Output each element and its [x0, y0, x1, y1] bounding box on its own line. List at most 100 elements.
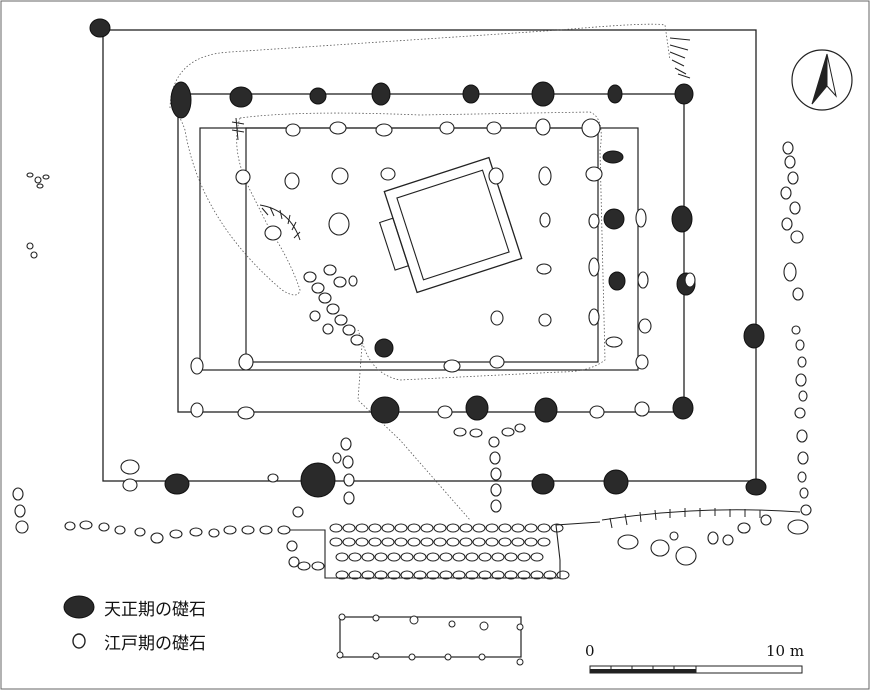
terrace-stone [465, 570, 479, 580]
middle-building-outline [177, 93, 685, 413]
terrace-stone [329, 537, 343, 547]
terrace-stone [537, 523, 551, 533]
terrace-stone [524, 523, 538, 533]
tensho-stone [603, 208, 625, 230]
terrace-stone [517, 552, 531, 562]
terrace-stone [478, 552, 492, 562]
terrace-stone [368, 523, 382, 533]
tensho-stone [371, 82, 391, 106]
tensho-stones [89, 18, 767, 498]
terrace-stone [511, 523, 525, 533]
terrace-stone [381, 537, 395, 547]
terrace-stone [361, 552, 375, 562]
terrace-stone [342, 523, 356, 533]
terrace-stone [478, 570, 492, 580]
outer-building-outline [102, 29, 757, 482]
terrace-outline [290, 521, 601, 579]
terrace-stone [433, 537, 447, 547]
terrace-stone [485, 523, 499, 533]
terrace-stone [413, 552, 427, 562]
terrace-stone [355, 523, 369, 533]
tensho-stone [465, 395, 489, 421]
terrace-stone [537, 537, 551, 547]
terrace-stone [459, 523, 473, 533]
terrace-stone [439, 570, 453, 580]
terrace-stone [446, 537, 460, 547]
terrace-stone [407, 523, 421, 533]
tensho-stone [89, 18, 111, 38]
terrace-stone [530, 570, 544, 580]
terrace-stone [504, 570, 518, 580]
tensho-stone [309, 87, 327, 105]
tensho-stone [462, 84, 480, 104]
edo-stones [12, 118, 812, 571]
terrace-stone [394, 537, 408, 547]
terrace-stone [329, 523, 343, 533]
edo-stone-icon [72, 633, 86, 649]
tensho-stone [531, 473, 555, 495]
tensho-stone [671, 205, 693, 233]
tensho-stone [745, 478, 767, 496]
terrace-stone [446, 523, 460, 533]
legend: 天正期の礎石 江戸期の礎石 [62, 590, 206, 658]
tensho-stone [743, 323, 765, 349]
legend-label-tensho: 天正期の礎石 [104, 599, 206, 620]
tensho-stone [300, 462, 336, 498]
tensho-stone [229, 86, 253, 108]
terrace-stone [524, 537, 538, 547]
tensho-stone [370, 396, 400, 424]
tensho-stone [170, 81, 192, 119]
tensho-stone [374, 338, 394, 358]
terrace-stone [400, 570, 414, 580]
tensho-stone-icon [63, 595, 95, 619]
terrace-stone [374, 570, 388, 580]
terrace-stone [530, 552, 544, 562]
tensho-stone [602, 150, 624, 164]
tensho-stone [674, 83, 694, 105]
terrace-stone [511, 537, 525, 547]
tensho-stone [672, 396, 694, 420]
legend-item-tensho: 天正期の礎石 [62, 590, 206, 624]
terrace-stone [348, 552, 362, 562]
terrace-stone [355, 537, 369, 547]
terrace-stone [465, 552, 479, 562]
legend-item-edo: 江戸期の礎石 [62, 624, 206, 658]
terrace-stone [426, 570, 440, 580]
terrace-stone [387, 552, 401, 562]
slope-hachures [231, 37, 801, 529]
inner-building-outline [199, 127, 639, 371]
terrace-stone [498, 523, 512, 533]
terrace-stone [348, 570, 362, 580]
terrace-stone-rows [329, 523, 570, 580]
tensho-stone [534, 397, 558, 423]
terrace-stone [400, 552, 414, 562]
excavation-boundary [169, 23, 671, 521]
scale-bar [589, 665, 803, 674]
scale-end-label: 10 m [766, 642, 805, 660]
terrace-stone [413, 570, 427, 580]
terrace-stone [381, 523, 395, 533]
scale-start-label: 0 [585, 642, 595, 660]
tensho-stone [164, 473, 190, 495]
terrace-stone [335, 552, 349, 562]
terrace-stone [485, 537, 499, 547]
terrace-stone [342, 537, 356, 547]
core-building-outline [245, 127, 599, 363]
terrace-stone [374, 552, 388, 562]
terrace-stone [543, 570, 557, 580]
terrace-stone [491, 570, 505, 580]
lower-structure-stones [336, 613, 524, 666]
terrace-stone [368, 537, 382, 547]
terrace-stone [504, 552, 518, 562]
terrace-stone [472, 537, 486, 547]
terrace-stone [452, 570, 466, 580]
terrace-stone [472, 523, 486, 533]
central-platform [378, 156, 523, 294]
terrace-stone [459, 537, 473, 547]
terrace-stone [361, 570, 375, 580]
terrace-stone [491, 552, 505, 562]
terrace-stone [407, 537, 421, 547]
lower-structure-outline [339, 616, 522, 658]
